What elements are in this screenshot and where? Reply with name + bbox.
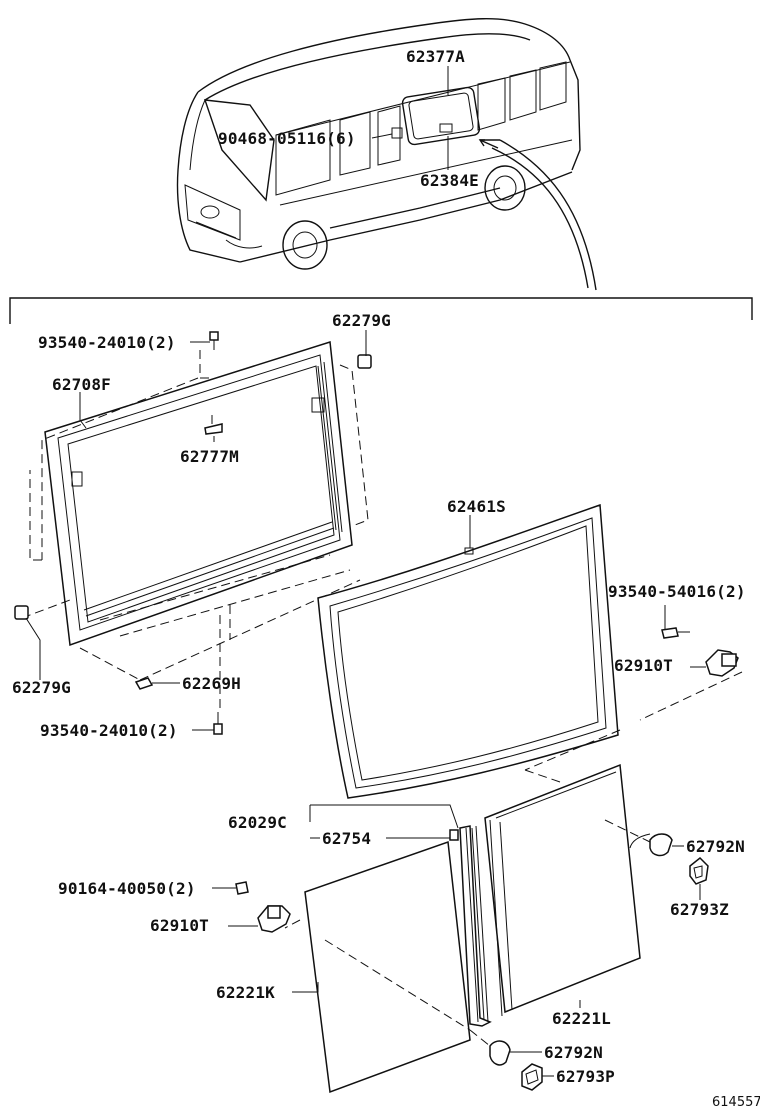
label-cap-bottom[interactable]: 62792N — [544, 1043, 603, 1062]
leader-lines — [25, 66, 706, 1077]
label-spacer[interactable]: 62269H — [182, 674, 241, 693]
weatherstrip — [317, 503, 619, 799]
label-glass-left[interactable]: 62221K — [216, 983, 275, 1002]
label-latch-right[interactable]: 62910T — [614, 656, 673, 675]
glass-right — [484, 763, 651, 1017]
label-weatherstrip[interactable]: 62461S — [447, 497, 506, 516]
label-bolt-upper[interactable]: 93540-24010(2) — [38, 333, 176, 352]
label-glass-right[interactable]: 62221L — [552, 1009, 611, 1028]
caps-grommets — [489, 833, 709, 1091]
label-bolt-lower[interactable]: 93540-24010(2) — [40, 721, 178, 740]
label-bolt-top[interactable]: 90468-05116(6) — [218, 129, 356, 148]
guide — [449, 825, 492, 1027]
label-cap-right[interactable]: 62792N — [686, 837, 745, 856]
frame-small-parts — [14, 331, 372, 735]
right-latch — [524, 627, 743, 783]
label-window-assy-top[interactable]: 62377A — [406, 47, 465, 66]
window-frame — [21, 341, 369, 712]
glass-left — [284, 840, 496, 1094]
label-bolt-right[interactable]: 93540-54016(2) — [608, 582, 746, 601]
label-guide[interactable]: 62754 — [322, 829, 371, 848]
label-stopper-lower[interactable]: 62279G — [12, 678, 71, 697]
part-labels: 62377A 90468-05116(6) 62384E 93540-24010… — [12, 47, 760, 1110]
label-seal-top[interactable]: 62384E — [420, 171, 479, 190]
label-frame[interactable]: 62708F — [52, 375, 111, 394]
label-latch-left[interactable]: 62910T — [150, 916, 209, 935]
left-latch — [228, 881, 291, 933]
label-stopper-upper[interactable]: 62279G — [332, 311, 391, 330]
label-grommet-right[interactable]: 62793Z — [670, 900, 729, 919]
label-grommet-bottom[interactable]: 62793P — [556, 1067, 615, 1086]
section-bracket — [9, 297, 753, 324]
van-illustration — [176, 18, 597, 291]
reference-number: 614557 — [712, 1095, 760, 1110]
label-guide-group[interactable]: 62029C — [228, 813, 287, 832]
label-clip[interactable]: 62777M — [180, 447, 239, 466]
label-bolt-left[interactable]: 90164-40050(2) — [58, 879, 196, 898]
